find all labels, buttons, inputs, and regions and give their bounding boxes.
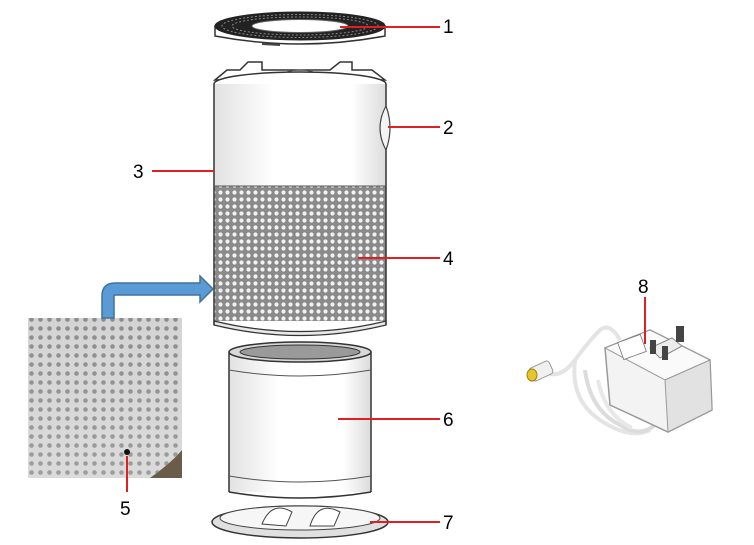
top-grille xyxy=(214,11,386,46)
control-panel xyxy=(379,104,391,152)
upper-housing xyxy=(212,61,388,186)
callout-6: 6 xyxy=(443,410,454,431)
power-adapter xyxy=(526,325,713,436)
blue-arrow xyxy=(101,274,215,319)
callout-7: 7 xyxy=(443,513,454,534)
sensor-hole-dot xyxy=(124,449,130,455)
callout-1: 1 xyxy=(443,17,454,38)
callout-numbers: 1 2 3 4 5 6 7 8 xyxy=(120,17,649,534)
callout-8: 8 xyxy=(638,277,649,298)
callout-3: 3 xyxy=(133,162,144,183)
callout-5: 5 xyxy=(120,499,131,520)
callout-2: 2 xyxy=(443,118,454,139)
leader-lines xyxy=(126,26,646,523)
cylindrical-filter xyxy=(228,341,372,499)
callout-4: 4 xyxy=(443,249,454,270)
base xyxy=(211,505,389,539)
perforated-mesh-housing xyxy=(213,185,387,337)
sensor-detail-inset xyxy=(28,318,182,478)
